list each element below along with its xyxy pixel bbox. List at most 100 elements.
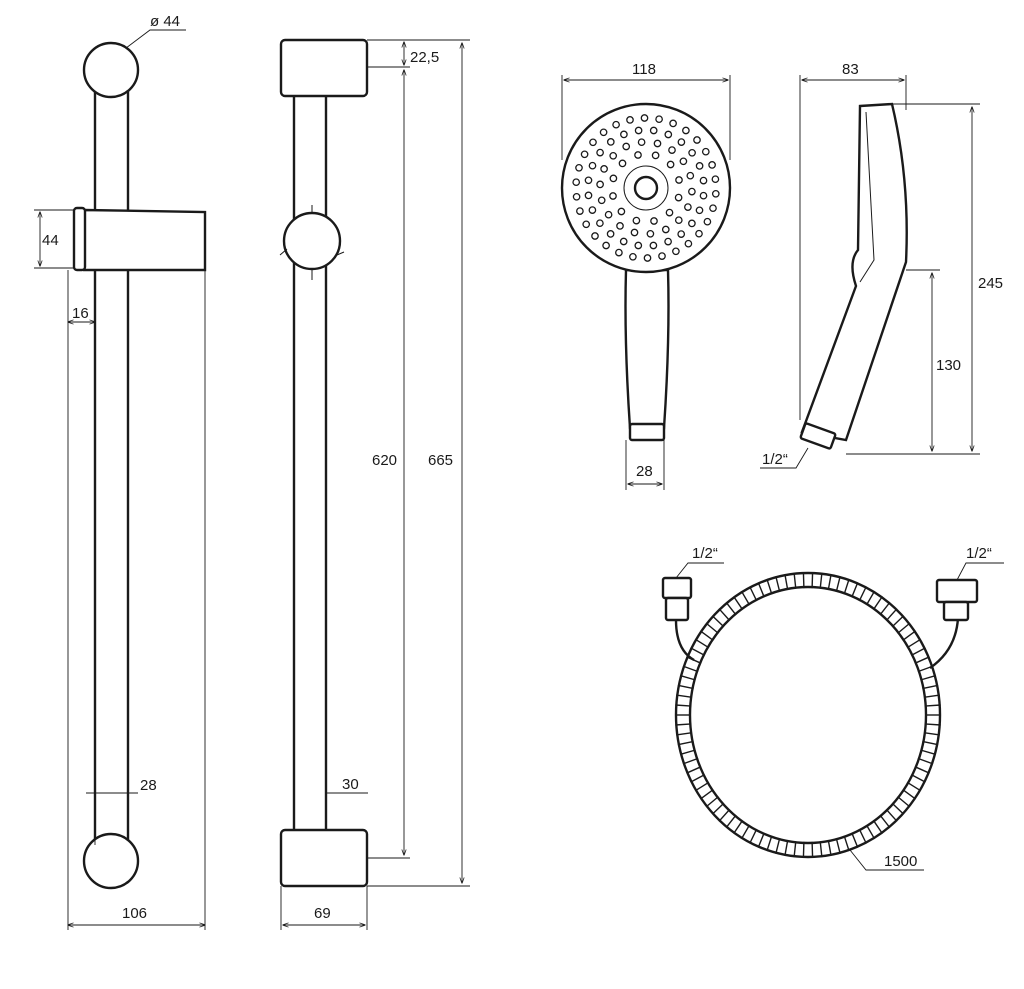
shower-handle	[624, 268, 670, 430]
dimension-lines	[34, 29, 1004, 930]
hose-rib	[749, 828, 758, 844]
hose-rib	[922, 684, 939, 690]
nozzle	[600, 165, 608, 173]
side-bottom-bracket	[279, 828, 369, 888]
hose-rib	[680, 749, 696, 756]
shower-head-center-button	[633, 175, 659, 201]
hose-rib	[694, 638, 710, 649]
nozzle	[580, 150, 589, 159]
nozzle	[674, 216, 683, 225]
nozzle	[582, 220, 591, 229]
hose-rib	[775, 838, 781, 854]
hose-right-collar	[942, 600, 970, 622]
hose-rib	[914, 656, 930, 664]
nozzle	[699, 176, 708, 185]
dimension-labels: ø 44 44 16 28 106 22,5 620 665 30 69 118…	[42, 13, 1003, 922]
nozzle	[630, 228, 639, 237]
nozzle	[665, 208, 674, 217]
nozzle	[649, 126, 658, 135]
hose-coil-inner	[688, 585, 928, 845]
label-center-distance: 620	[372, 452, 397, 469]
nozzle	[622, 142, 631, 151]
nozzle	[637, 138, 646, 147]
nozzle	[629, 252, 637, 261]
hose-rib	[865, 824, 876, 840]
hose-rib	[858, 828, 867, 844]
nozzle	[632, 216, 641, 225]
nozzle	[584, 176, 593, 185]
hose-rib	[784, 574, 789, 591]
label-ball-diameter: ø 44	[150, 13, 180, 30]
nozzle	[684, 203, 692, 211]
hose-rib	[914, 766, 930, 774]
nozzle	[588, 161, 597, 170]
shower-hose	[661, 571, 979, 859]
hose-rib	[690, 773, 706, 783]
nozzle	[604, 210, 613, 219]
hose-rib	[897, 796, 911, 808]
hose-rib	[923, 694, 940, 698]
rail-tube	[93, 73, 130, 847]
label-hose-length: 1500	[884, 853, 917, 870]
nozzle	[675, 176, 683, 184]
label-cap-height: 22,5	[410, 49, 439, 66]
label-rail-tube: 28	[140, 777, 157, 794]
hose-rib	[819, 841, 823, 858]
hose-rib	[827, 574, 832, 591]
nozzle	[634, 151, 642, 159]
hose-rib	[675, 704, 692, 707]
nozzle	[699, 191, 708, 200]
label-handle-length: 130	[936, 357, 961, 374]
hose-rib	[906, 781, 922, 792]
nozzle	[618, 159, 627, 168]
hose-rib	[843, 578, 850, 595]
side-slider-pin	[279, 205, 345, 280]
nozzle	[677, 138, 686, 146]
nozzle	[599, 128, 608, 137]
hose-rib	[843, 835, 850, 852]
hose-rib	[897, 622, 911, 634]
hose-rib	[835, 576, 841, 592]
hose-rib	[851, 582, 859, 598]
nozzle	[634, 126, 643, 135]
nozzle	[584, 191, 593, 200]
side-top-bracket	[279, 38, 369, 98]
nozzle	[649, 241, 658, 250]
nozzle	[597, 196, 606, 205]
hose-rib	[740, 590, 751, 606]
hose-rib	[718, 608, 731, 622]
hose-rib	[902, 789, 917, 800]
hose-coil-outer	[674, 571, 942, 859]
hose-rib	[725, 814, 737, 829]
hose-rib	[749, 586, 758, 602]
nozzle	[658, 252, 666, 260]
label-total-length: 665	[428, 452, 453, 469]
hose-rib	[802, 841, 805, 858]
hose-rib	[682, 757, 699, 765]
hose-rib	[872, 819, 883, 834]
nozzle	[615, 248, 623, 257]
nozzle	[688, 148, 696, 157]
shower-side-face	[859, 111, 875, 283]
rail-slider	[78, 208, 207, 272]
hose-rib	[851, 832, 859, 848]
nozzle	[682, 126, 690, 135]
nozzle	[686, 171, 695, 180]
hose-rib	[811, 572, 814, 589]
nozzle	[668, 146, 676, 154]
nozzle	[640, 114, 649, 122]
hose-rib	[924, 704, 941, 707]
nozzle	[609, 174, 618, 183]
hose-rib	[757, 582, 765, 598]
nozzle	[646, 229, 655, 238]
rail-top-ball	[82, 41, 140, 99]
nozzle	[661, 225, 670, 234]
label-side-tube: 30	[342, 776, 359, 793]
shower-head-side	[799, 102, 908, 450]
nozzle	[693, 136, 701, 144]
label-hose-thread-left: 1/2“	[692, 545, 718, 562]
hose-rib	[891, 802, 905, 815]
nozzle	[609, 192, 617, 200]
shower-head-inner-ring	[623, 165, 669, 211]
